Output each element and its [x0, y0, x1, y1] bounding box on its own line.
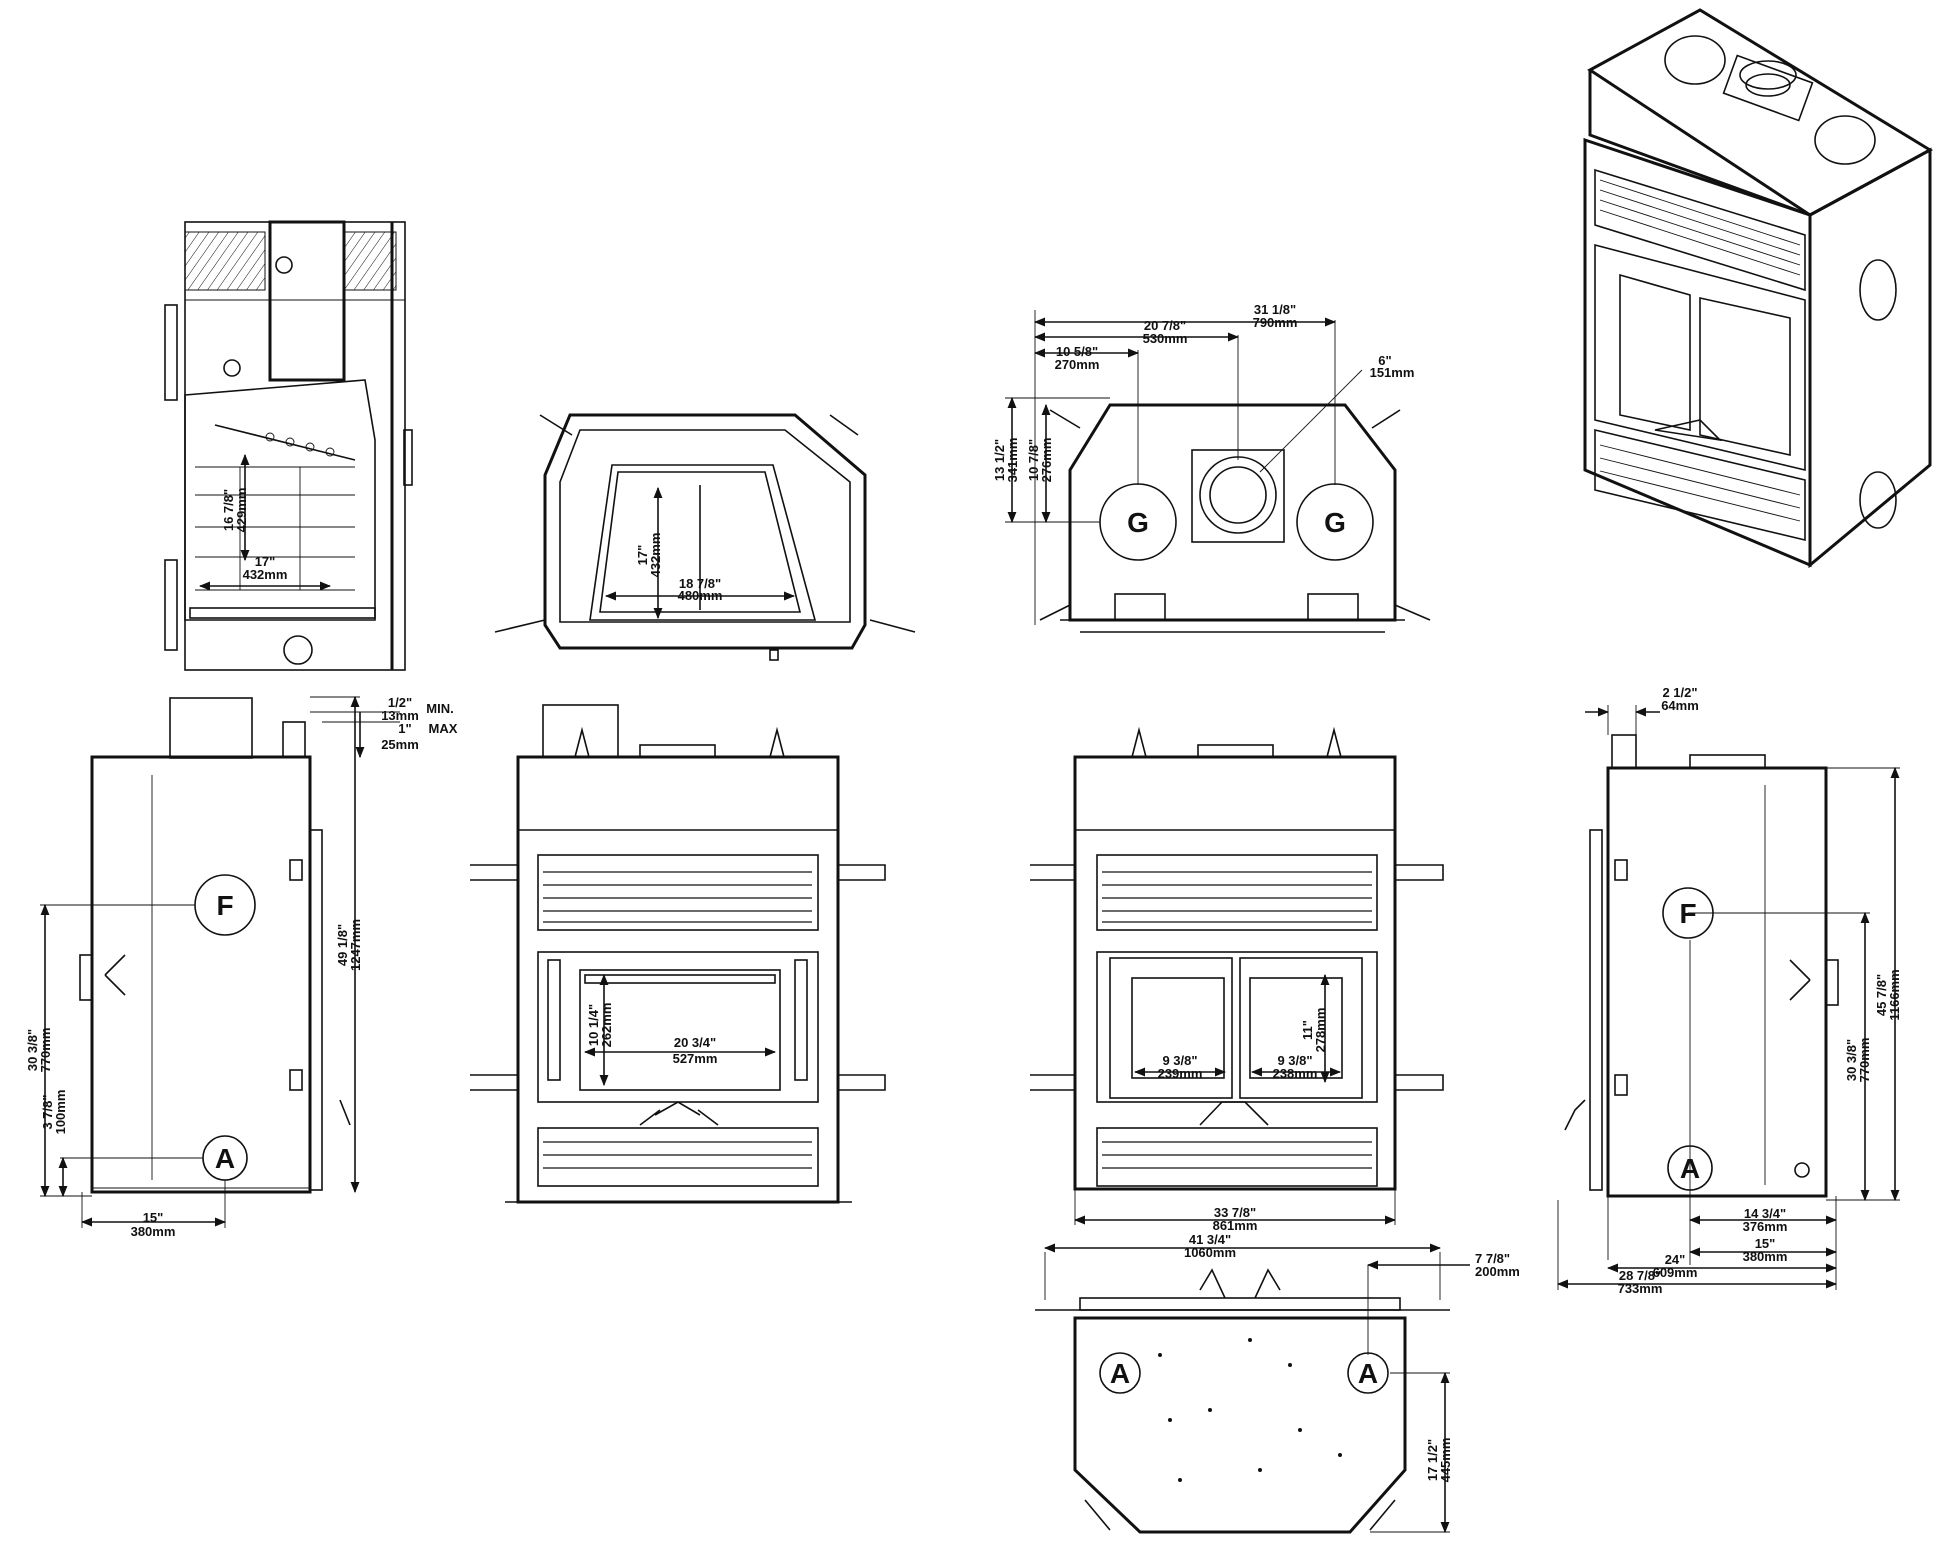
left-f-height-in: 30 3/8" — [25, 1029, 40, 1071]
right-d4-mm: 733mm — [1618, 1281, 1663, 1296]
a-callout-bottom-left-label: A — [1110, 1358, 1130, 1389]
plan-depth-mm: 341mm — [1005, 438, 1020, 483]
single-width-in: 20 3/4" — [674, 1035, 716, 1050]
right-d1-mm: 376mm — [1743, 1219, 1788, 1234]
top-plan-view: G G 31 1/8" 790mm 20 7/8" 530mm 10 5/8" … — [992, 302, 1431, 633]
plan-left-g-in: 10 5/8" — [1056, 344, 1098, 359]
top-section-view: 17" 432mm 18 7/8" 480mm — [494, 413, 916, 661]
left-depth-in: 15" — [143, 1210, 164, 1225]
a-callout-left-label: A — [215, 1143, 235, 1174]
lower-grille-single — [537, 1127, 819, 1187]
bottom-depth-in: 17 1/2" — [1425, 1439, 1440, 1481]
double-height-in: 11" — [1300, 1020, 1315, 1040]
side-section-depth-mm: 432mm — [243, 567, 288, 582]
plan-g-depth-in: 10 7/8" — [1026, 439, 1041, 481]
g-outlet-left: G — [1099, 483, 1177, 561]
left-depth-mm: 380mm — [131, 1224, 176, 1239]
double-right-in: 9 3/8" — [1277, 1053, 1312, 1068]
clearance-max-mm: 25mm — [381, 737, 419, 752]
plan-collar-mm: 151mm — [1370, 365, 1415, 380]
clearance-max-in: 1" — [398, 721, 411, 736]
right-d4-in: 28 7/8" — [1619, 1268, 1661, 1283]
clearance-min-label: MIN. — [426, 701, 453, 716]
top-section-height-mm: 432mm — [648, 533, 663, 578]
bottom-plan-view: A A 41 3/4" 1060mm 7 7/8" 200mm 17 1/2" … — [1035, 1232, 1520, 1534]
single-height-mm: 262mm — [599, 1003, 614, 1048]
right-f-height-mm: 770mm — [1857, 1038, 1872, 1083]
upper-grille-double — [1096, 854, 1378, 931]
top-section-width-in: 18 7/8" — [679, 576, 721, 591]
right-height-mm: 1166mm — [1887, 969, 1902, 1020]
bottom-depth-mm: 445mm — [1438, 1438, 1453, 1483]
left-height-mm: 1247mm — [348, 919, 363, 971]
left-side-elevation: F A 1/2" 13mm MIN. 1" MAX 25mm 49 1/8" 1… — [25, 695, 458, 1239]
right-side-elevation: F A 2 1/2" 64mm 45 7/8" 1166mm 30 3/8" 7… — [1556, 685, 1902, 1296]
a-callout-left: A — [202, 1135, 248, 1181]
plan-center-mm: 530mm — [1143, 331, 1188, 346]
right-d3-in: 24" — [1665, 1252, 1686, 1267]
front-single-door-view: 10 1/4" 262mm 20 3/4" 527mm — [470, 704, 886, 1204]
double-width-in: 33 7/8" — [1214, 1205, 1256, 1220]
plan-overall-in: 31 1/8" — [1254, 302, 1296, 317]
g-callout-right: G — [1324, 507, 1346, 538]
right-d2-in: 15" — [1755, 1236, 1776, 1251]
right-f-height-in: 30 3/8" — [1844, 1039, 1859, 1081]
isometric-view — [1583, 8, 1934, 569]
f-callout-right-label: F — [1679, 898, 1696, 929]
right-top-in: 2 1/2" — [1662, 685, 1697, 700]
lower-grille-double — [1096, 1127, 1378, 1187]
f-callout-left: F — [194, 874, 256, 936]
bottom-offset-mm: 200mm — [1475, 1264, 1520, 1279]
single-width-mm: 527mm — [673, 1051, 718, 1066]
clearance-max-label: MAX — [429, 721, 458, 736]
clearance-min-in: 1/2" — [388, 695, 412, 710]
left-a-height-mm: 100mm — [53, 1090, 68, 1135]
a-callout-bottom-right-label: A — [1358, 1358, 1378, 1389]
plan-left-g-mm: 270mm — [1055, 357, 1100, 372]
plan-depth-in: 13 1/2" — [992, 439, 1007, 481]
side-section-depth-in: 17" — [255, 554, 276, 569]
side-section-view: 16 7/8" 429mm 17" 432mm — [164, 220, 413, 671]
a-callout-bottom-right: A — [1347, 1352, 1389, 1394]
plan-collar-in: 6" — [1378, 353, 1391, 368]
f-callout-left-label: F — [216, 890, 233, 921]
double-height-mm: 278mm — [1313, 1008, 1328, 1053]
bottom-offset-in: 7 7/8" — [1475, 1251, 1510, 1266]
clearance-min-mm: 13mm — [381, 708, 419, 723]
g-outlet-right: G — [1296, 483, 1374, 561]
double-left-in: 9 3/8" — [1162, 1053, 1197, 1068]
a-callout-bottom-left: A — [1099, 1352, 1141, 1394]
double-width-mm: 861mm — [1213, 1218, 1258, 1233]
double-right-mm: 238mm — [1273, 1066, 1318, 1081]
right-d3-mm: 609mm — [1653, 1265, 1698, 1280]
left-a-height-in: 3 7/8" — [40, 1094, 55, 1129]
upper-grille-single — [537, 854, 819, 931]
right-d2-mm: 380mm — [1743, 1249, 1788, 1264]
side-section-height-mm: 429mm — [234, 488, 249, 533]
g-callout-left: G — [1127, 507, 1149, 538]
right-d1-in: 14 3/4" — [1744, 1206, 1786, 1221]
front-double-door-view: 11" 278mm 9 3/8" 239mm 9 3/8" 238mm 33 7… — [1030, 726, 1444, 1233]
bottom-width-mm: 1060mm — [1184, 1245, 1236, 1260]
left-height-in: 49 1/8" — [335, 924, 350, 966]
top-section-height-in: 17" — [635, 545, 650, 566]
left-f-height-mm: 770mm — [38, 1028, 53, 1073]
top-section-width-mm: 480mm — [678, 588, 723, 603]
right-top-mm: 64mm — [1661, 698, 1699, 713]
single-height-in: 10 1/4" — [586, 1004, 601, 1046]
right-height-in: 45 7/8" — [1874, 974, 1889, 1016]
bottom-width-in: 41 3/4" — [1189, 1232, 1231, 1247]
double-left-mm: 239mm — [1158, 1066, 1203, 1081]
side-section-height-in: 16 7/8" — [221, 489, 236, 531]
plan-g-depth-mm: 276mm — [1039, 438, 1054, 483]
plan-center-in: 20 7/8" — [1144, 318, 1186, 333]
plan-overall-mm: 790mm — [1253, 315, 1298, 330]
